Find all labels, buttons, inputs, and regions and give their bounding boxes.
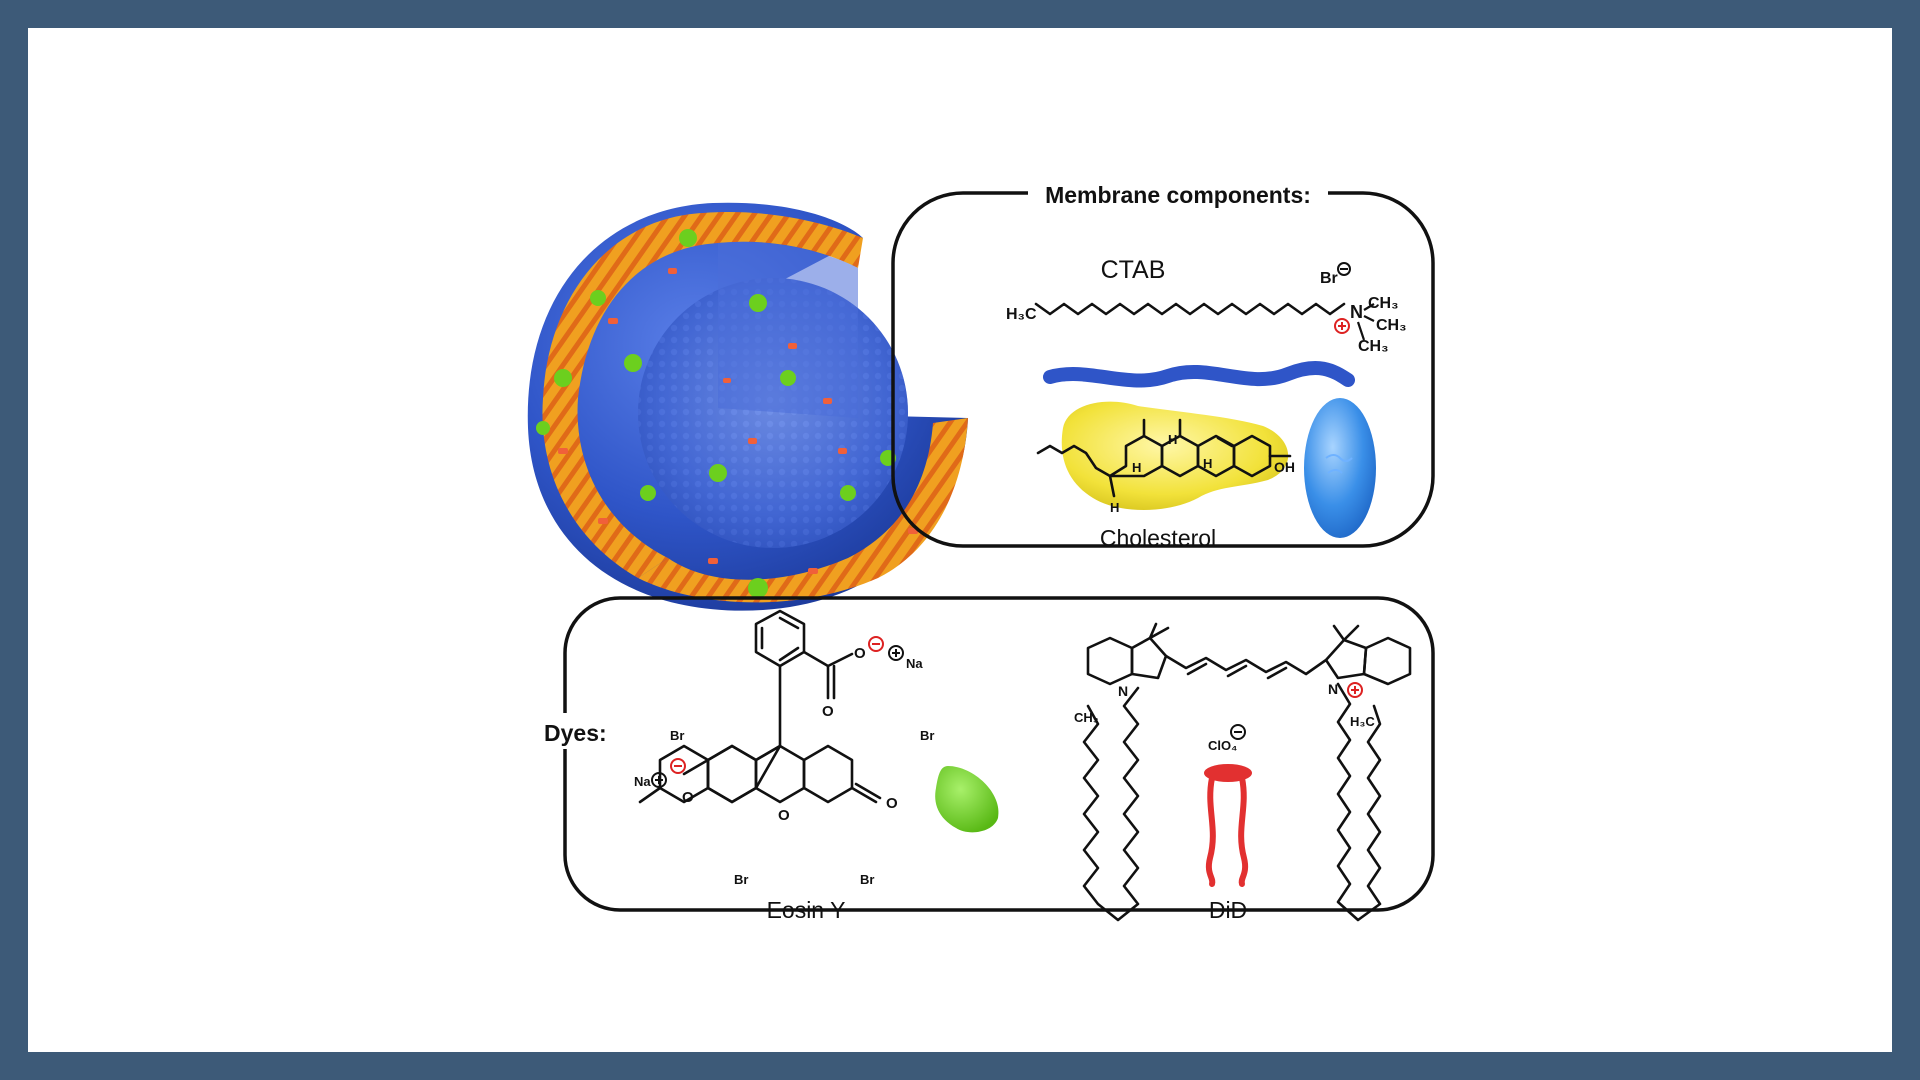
ctab-chain [1034,302,1346,316]
cholesterol-h-4: H [1110,500,1119,515]
dyes-panel-title: Dyes: [544,720,607,746]
did-counterion: ClO₄ [1208,738,1237,753]
eosin-drop-icon [935,766,999,833]
did-molecule-icon [1204,764,1252,887]
cholesterol-h-2: H [1203,456,1212,471]
ctab-bromide: Br [1320,270,1338,287]
eosin-carbonyl-o: O [822,703,834,720]
eosin-br-4: Br [860,872,874,887]
did-nitrogen-1: N [1118,683,1128,699]
ctab-nitrogen: N [1350,302,1363,322]
cholesterol-structure [1036,418,1292,498]
did-label: DiD [1209,897,1247,923]
diagram-canvas: Membrane components: CTAB H₃C Br N CH₃ C… [527,182,1435,923]
vesicle-cross-section-icon [527,202,968,611]
eosin-sodium-1: Na [906,656,923,671]
ctab-head-icon [1304,398,1376,538]
eosin-phenolate-o: O [682,789,694,806]
eosin-ring-o: O [778,807,790,824]
bromide-charge [1337,262,1351,276]
figure-frame: Membrane components: CTAB H₃C Br N CH₃ C… [28,28,1892,1052]
membrane-panel-title: Membrane components: [1045,182,1311,208]
eosin-br-1: Br [670,728,684,743]
cholesterol-label: Cholesterol [1100,525,1216,551]
ctab-methyl-1: CH₃ [1368,295,1399,312]
cholesterol-blob-icon [1061,401,1289,510]
eosin-label: Eosin Y [767,897,846,923]
eosin-carboxyl-o: O [854,645,866,662]
dyes-panel: Dyes: O [533,596,1435,923]
ctab-tail-cartoon [1043,361,1355,388]
ammonium-charge [1334,318,1350,334]
membrane-components-panel: Membrane components: CTAB H₃C Br N CH₃ C… [891,182,1435,551]
eosin-br-2: Br [920,728,934,743]
cholesterol-h-3: H [1132,460,1141,475]
did-tail-label-2: H₃C [1350,714,1375,729]
eosin-structure [638,609,882,804]
did-tail-label-1: CH₃ [1074,710,1099,725]
eosin-br-3: Br [734,872,748,887]
did-structure [1082,622,1412,922]
ctab-tail-label: H₃C [1006,306,1037,323]
eosin-keto-o: O [886,795,898,812]
cholesterol-h-1: H [1168,432,1177,447]
ctab-methyl-3: CH₃ [1358,338,1389,355]
ctab-methyl-2: CH₃ [1376,317,1407,334]
ctab-label: CTAB [1101,256,1166,284]
cholesterol-oh: OH [1274,459,1295,475]
eosin-sodium-2: Na [634,774,651,789]
did-nitrogen-2: N [1328,681,1338,697]
